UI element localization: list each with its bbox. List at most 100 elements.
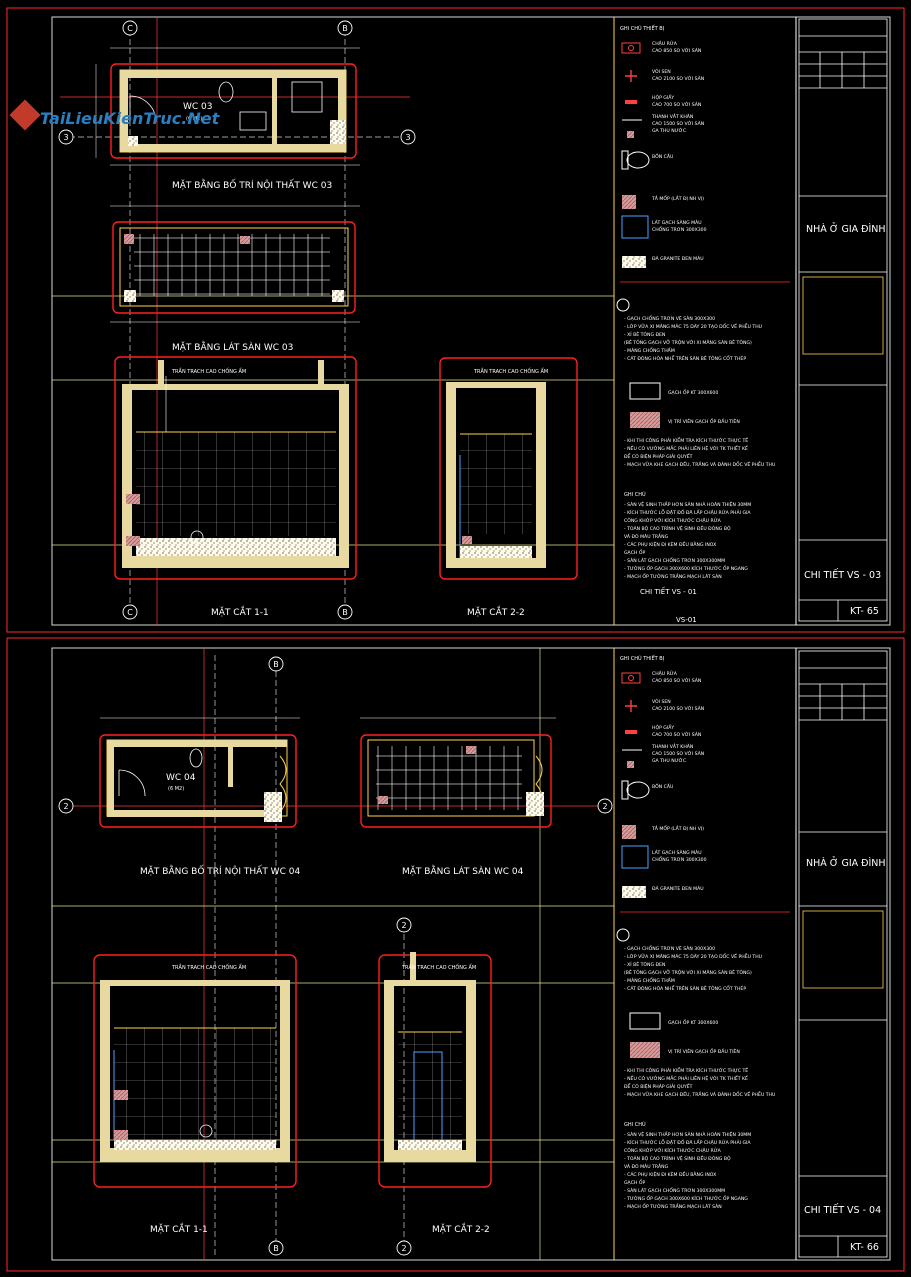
legend-item-label: THANH VẮT KHĂN (651, 742, 693, 750)
wall-tile-swatch (629, 1012, 661, 1030)
granite-icon (622, 886, 646, 898)
construction-note: - NẾU CÓ VƯỚNG MẮC PHẢI LIÊN HỆ VỚI TK T… (624, 1074, 748, 1082)
general-note: - SÀN LÁT GẠCH CHỐNG TRƠN 300X300MM (624, 1186, 725, 1194)
floor-layer-note: - GẠCH CHỐNG TRƠN VẼ SÀN 300X300 (624, 314, 715, 322)
notes-title: GHI CHÚ (624, 491, 646, 498)
legend-item-label: LÁT GẠCH SÀNG MÀU (652, 849, 702, 856)
detail-code-top: VS-01 (676, 616, 697, 624)
toilet-icon (621, 780, 650, 800)
general-note: VÀ ĐÓ MÀU TRẮNG (624, 532, 669, 540)
legend-item-label: VÒI SEN (652, 68, 671, 75)
room-area-wc04: (6 M2) (168, 786, 184, 792)
legend-item-label: VÒI SEN (652, 698, 671, 705)
construction-note: - MẠCH VỮA KHE GẠCH ĐỀU, TRẮNG VÀ ĐÁNH D… (624, 1090, 775, 1098)
section-1-1-top: TRẦN TRACH CAO CHỐNG ẨM (114, 356, 357, 580)
grid-bubble-label: 2 (401, 1244, 406, 1253)
legend-item-label: LÁT GẠCH SÀNG MÀU (652, 219, 702, 226)
top-grid-bubbles (58, 20, 416, 620)
general-note: - TOÀN BỘ CAO TRÌNH VỆ SINH ĐỀU ĐÓNG BỘ (624, 1154, 731, 1162)
floor-layer-note: - MÀNG CHỐNG THẤM (624, 346, 675, 354)
legend-item-label: THANH VẮT KHĂN (651, 112, 693, 120)
legend-item-label: HỘP GIẤY (652, 93, 674, 101)
floor-layer-note: - XỈ BÊ TÔNG ĐEN (624, 330, 665, 338)
grid-bubble-label: B (342, 24, 348, 33)
sheet-frame-bottom (6, 637, 905, 1272)
hatch-icon (622, 195, 636, 209)
floor-drain-icon (627, 761, 634, 768)
first-tile-label: VỊ TRÍ VIÊN GẠCH ỐP ĐẦU TIÊN (668, 417, 740, 425)
section-2-2-bottom: TRẦN TRACH CAO CHỐNG ẨM (378, 952, 492, 1188)
watermark-text: TaiLieuKienTruc.Net (40, 109, 221, 128)
general-note: GẠCH ỐP (624, 548, 645, 556)
shower-icon (625, 70, 637, 82)
floor-layer-note: (BÊ TÔNG GẠCH VỠ TRỘN VỚI XI MĂNG SÀN BÊ… (624, 338, 752, 346)
legend-item-label: TẮ MỐP (LẮT ĐỊ NH VỊ) (651, 824, 704, 832)
general-note: CÔNG KHỚP VỚI KÍCH THƯỚC CHẬU RỬA (624, 516, 722, 524)
grid-bubble-label: B (273, 660, 279, 669)
paper-holder-icon (625, 730, 637, 734)
legend-item-sub: CHỐNG TRƠN 300X300 (652, 225, 707, 233)
construction-note: - MẠCH VỮA KHE GẠCH ĐỀU, TRẮNG VÀ ĐÁNH D… (624, 460, 775, 468)
title-block-bottom (798, 650, 888, 1258)
floor-title-wc04: MẶT BẰNG LÁT SÀN WC 04 (402, 864, 524, 877)
ceiling-note-bottom-1: TRẦN TRACH CAO CHỐNG ẨM (171, 963, 246, 971)
legend-item-sub: CAO 2100 SO VỚI SÀN (652, 75, 704, 82)
sheet-number-bottom: KT- 66 (850, 1242, 879, 1253)
legend-item-sub: CAO 850 SO VỚI SÀN (652, 677, 701, 684)
general-note: - SÀN LÁT GẠCH CHỐNG TRƠN 300X300MM (624, 556, 725, 564)
floor-layer-note: - CÁT ĐÓNG HÒA NHỂ TRÊN SÀN BÊ TÔNG CỐT … (624, 984, 746, 992)
general-note: - CÁC PHỤ KIỆN ĐI KÈM ĐỀU BẰNG INOX (624, 1170, 716, 1178)
sheet-number-top: KT- 65 (850, 606, 879, 617)
legend-title: GHI CHÚ THIẾT BỊ (620, 24, 664, 32)
project-name-top: NHÀ Ở GIA ĐÌNH (806, 223, 886, 235)
legend-item-sub: CAO 850 SO VỚI SÀN (652, 47, 701, 54)
grid-bubble-label: B (273, 1244, 279, 1253)
basin-icon (621, 672, 641, 684)
construction-note: - NẾU CÓ VƯỚNG MẮC PHẢI LIÊN HỆ VỚI TK T… (624, 444, 748, 452)
wall-tile-swatch (629, 382, 661, 400)
construction-note: - KHI THI CÔNG PHẢI KIỂM TRA KÍCH THƯỚC … (624, 1066, 748, 1074)
construction-note: - KHI THI CÔNG PHẢI KIỂM TRA KÍCH THƯỚC … (624, 436, 748, 444)
ceiling-note-top-1: TRẦN TRACH CAO CHỐNG ẨM (171, 367, 246, 375)
general-note: - CÁC PHỤ KIỆN ĐI KÈM ĐỀU BẰNG INOX (624, 540, 716, 548)
room-label-wc03: WC 03 (183, 102, 213, 112)
legend-item-sub: CAO 700 SO VỚI SÀN (652, 731, 701, 738)
section2-title-top: MẶT CẮT 2-2 (467, 605, 525, 618)
general-note: VÀ ĐÓ MÀU TRẮNG (624, 1162, 669, 1170)
floor-layer-note: - XỈ BÊ TÔNG ĐEN (624, 960, 665, 968)
sheet-frame-top (6, 7, 905, 633)
legend-item-label: ĐÁ GRANITE ĐEN MÀU (652, 255, 704, 262)
bottom-grid-bubbles (58, 656, 613, 1256)
legend-item-label: HỘP GIẤY (652, 723, 674, 731)
construction-note: ĐỂ CÓ BIỆN PHÁP GIẢI QUYẾT (624, 452, 693, 460)
grid-bubble-label: 3 (405, 133, 410, 142)
legend-item-label: GA THU NƯỚC (652, 757, 686, 764)
legend-item-sub: CAO 1500 SO VỚI SÀN (652, 120, 704, 127)
general-note: GẠCH ỐP (624, 1178, 645, 1186)
grid-bubble-label: B (342, 608, 348, 617)
ceiling-note-bottom-2: TRẦN TRACH CAO CHỐNG ẨM (401, 963, 476, 971)
section-2-2-top: TRẦN TRACH CAO CHỐNG ẨM (439, 357, 578, 580)
grid-bubble-label: 2 (401, 921, 406, 930)
drawing-name-top: CHI TIẾT VS - 03 (804, 569, 881, 581)
grid-bubble-label: C (127, 608, 133, 617)
legend-item-sub: CAO 700 SO VỚI SÀN (652, 101, 701, 108)
legend-item-sub: CHỐNG TRƠN 300X300 (652, 855, 707, 863)
floor-layer-note: - LỚP VỮA XI MĂNG MÁC 75 DÀY 20 TẠO DỐC … (624, 952, 762, 960)
wall-tile-label: GẠCH ỐP KT 300X600 (668, 388, 718, 396)
hatch-icon (622, 825, 636, 839)
legend-item-sub: CAO 2100 SO VỚI SÀN (652, 705, 704, 712)
granite-icon (622, 256, 646, 268)
legend-item-label: GA THU NƯỚC (652, 127, 686, 134)
legend-item-label: BỒN CẦU (652, 151, 673, 160)
general-note: - KÍCH THƯỚC LỖ ĐẶT ĐỒ ĐÃ LẤP CHẬU RỬA P… (624, 507, 751, 516)
first-tile-swatch (630, 412, 660, 428)
general-note: - KÍCH THƯỚC LỖ ĐẶT ĐỒ ĐÃ LẤP CHẬU RỬA P… (624, 1137, 751, 1146)
plan-title-wc04: MẶT BẰNG BỐ TRÍ NỘI THẤT WC 04 (140, 864, 300, 877)
title-block-top (798, 18, 888, 622)
general-note: - SÀN VỆ SINH THẤP HƠN SÀN NHÀ HOÀN THIỆ… (624, 500, 751, 508)
general-note: - SÀN VỆ SINH THẤP HƠN SÀN NHÀ HOÀN THIỆ… (624, 1130, 751, 1138)
floor-plan-wc04 (360, 717, 556, 828)
